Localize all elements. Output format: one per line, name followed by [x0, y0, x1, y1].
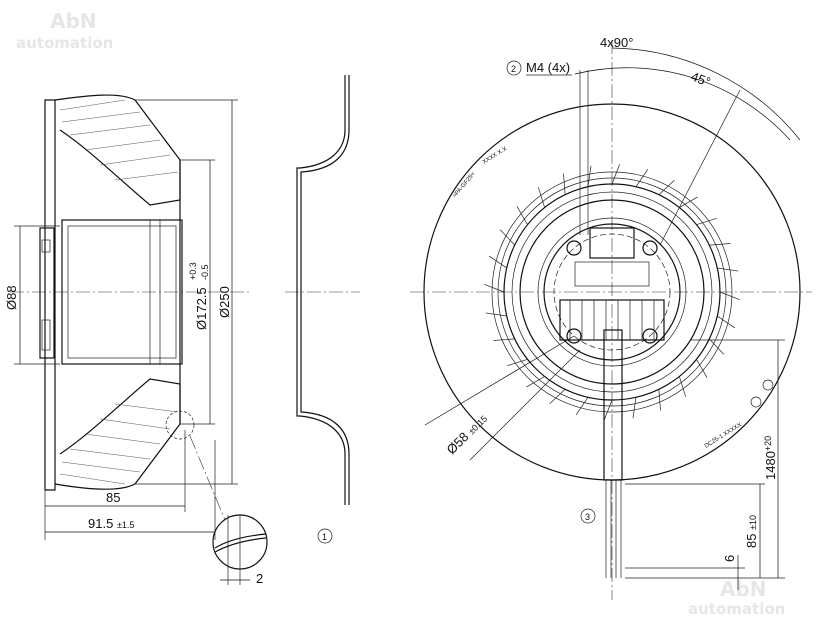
cable-callout: 3 — [585, 512, 590, 522]
blade-tip — [516, 206, 528, 225]
detail-dim: 2 — [256, 571, 263, 586]
blade-tip — [719, 291, 740, 301]
blade-tip — [563, 173, 566, 195]
dim-cable-length: 1480+20 — [763, 436, 778, 480]
blade-tip — [679, 376, 686, 397]
blade-tip — [717, 267, 739, 272]
dim-inlet-tol-lower: -0.5 — [200, 264, 210, 280]
screw-label: M4 (4x) — [526, 60, 570, 75]
blade-tip — [696, 218, 717, 225]
blade-tip — [488, 255, 507, 269]
blade-tips — [484, 164, 740, 420]
blade-tip — [538, 187, 545, 208]
blade-tip — [587, 165, 592, 187]
blade-tip — [658, 389, 661, 411]
blade-tip — [526, 376, 545, 388]
blade-tip — [709, 243, 731, 246]
svg-text:automation: automation — [688, 600, 785, 618]
svg-text:automation: automation — [16, 34, 113, 52]
svg-text:AbN: AbN — [50, 9, 97, 33]
blade-tip — [603, 399, 613, 420]
svg-text:AbN: AbN — [720, 577, 767, 601]
dim-wire-end: 6 — [722, 555, 737, 562]
dim-total-depth: 91.5 ±1.5 — [88, 516, 134, 531]
blade-tip — [493, 338, 515, 341]
inlet-ring-profile: 1 — [285, 75, 360, 544]
blade-tip — [679, 196, 698, 208]
screw-callout: 2 — [511, 64, 516, 74]
front-view: XXXX X.X >PA-GF25< DC25-1 XXXXX 3 4x90° … — [410, 35, 812, 600]
blade-tip — [549, 389, 566, 405]
blade-tip — [658, 179, 675, 195]
blade-tip — [611, 164, 621, 185]
blade-tip — [717, 315, 736, 329]
inlet-ring-callout: 1 — [322, 532, 327, 542]
dim-inlet-tol-upper: +0.3 — [188, 262, 198, 280]
watermark-top-left: AbN automation — [16, 9, 113, 52]
dim-bolt-circle: Ø58 ±0.15 — [444, 411, 490, 457]
label-version: XXXX X.X — [482, 146, 508, 166]
dim-strip-length: 85 ±10 — [744, 515, 759, 548]
dim-outer-diameter: Ø250 — [217, 286, 232, 318]
dim-depth: 85 — [106, 490, 120, 505]
blade-tip — [485, 312, 507, 317]
blade-tip — [499, 229, 515, 246]
blade-tip — [632, 397, 637, 419]
angle-spacing: 4x90° — [600, 35, 633, 50]
label-type: DC25-1 XXXXX — [704, 422, 743, 450]
blade-tip — [507, 359, 528, 366]
side-view: Ø88 Ø172.5 +0.3 -0.5 Ø250 85 91.5 ±1.5 2 — [4, 94, 268, 586]
dim-inlet-diameter: Ø172.5 — [194, 287, 209, 330]
blade-tip — [635, 168, 649, 187]
angle-offset: 45° — [689, 69, 713, 90]
blade-tip — [709, 338, 725, 355]
blade-tip — [696, 359, 708, 378]
watermark-bottom-right: AbN automation — [688, 577, 785, 618]
blade-tip — [575, 397, 589, 416]
dim-hub-diameter: Ø88 — [4, 285, 19, 310]
blade-tip — [484, 283, 505, 293]
